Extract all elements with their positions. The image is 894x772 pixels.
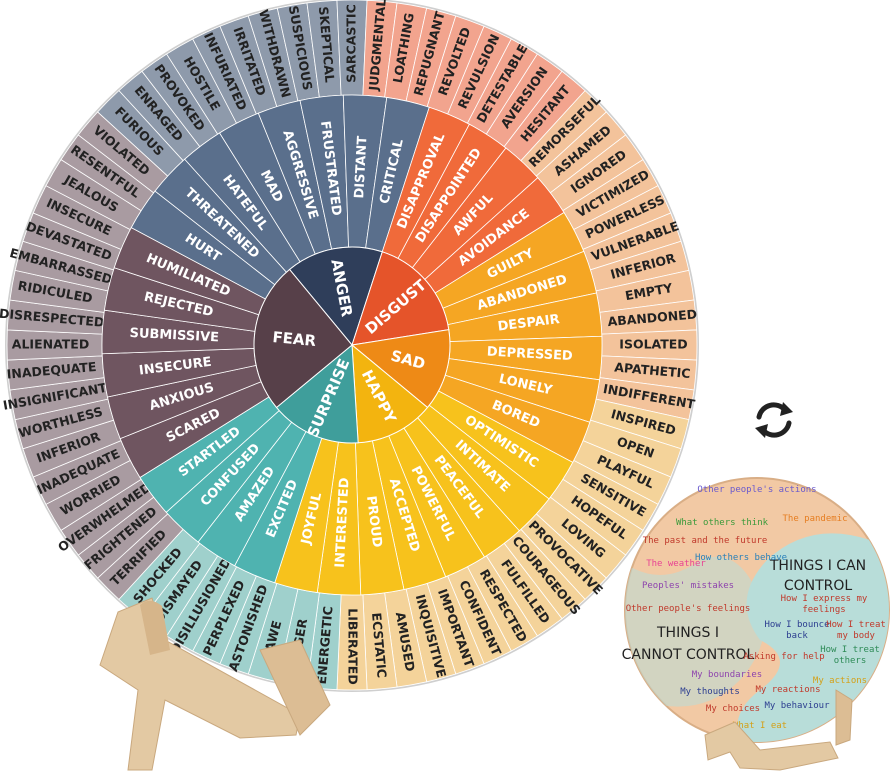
cannot-control-item: Peoples' mistakes — [642, 581, 734, 591]
middle-emotion-label: PROUD — [363, 495, 384, 549]
middle-emotion-label: DISTANT — [352, 135, 370, 198]
outer-emotion-label: ISOLATED — [619, 337, 687, 352]
middle-emotion-label: INTERESTED — [333, 477, 353, 568]
outer-emotion-label: ENERGETIC — [314, 606, 336, 685]
cannot-control-item: How others behave — [695, 553, 787, 563]
core-segment — [288, 246, 383, 347]
cannot-control-item: Other people's actions — [697, 485, 816, 495]
cannot-control-item: The past and the future — [643, 536, 768, 546]
core-segment — [275, 343, 359, 444]
core-segment — [350, 329, 451, 409]
wooden-stand-large — [99, 597, 331, 771]
outer-emotion-label: SARCASTIC — [344, 4, 359, 83]
outer-emotion-label: APATHETIC — [614, 359, 691, 381]
cannot-control-item: What others think — [676, 518, 769, 528]
can-control-item: My choices — [706, 704, 760, 714]
outer-emotion-label: LIBERATED — [346, 608, 361, 684]
rotate-arrows-icon — [755, 402, 793, 438]
outer-emotion-label: ALIENATED — [12, 337, 89, 352]
core-segment — [351, 343, 429, 444]
can-control-item: My actions — [813, 676, 867, 686]
can-control-item: What I eat — [733, 721, 787, 731]
middle-emotion-label: SUBMISSIVE — [129, 326, 219, 346]
cannot-control-item: The weather — [646, 559, 706, 569]
cannot-control-item: Other people's feelings — [626, 604, 751, 614]
can-control-item: My boundaries — [692, 670, 762, 680]
middle-emotion-label: DEPRESSED — [486, 345, 573, 364]
outer-emotion-label: SKEPTICAL — [316, 6, 338, 83]
core-segment — [253, 268, 353, 409]
emotion-wheel: ENRAGEDPROVOKEDHOSTILEINFURIATEDIRRITATE… — [0, 0, 699, 692]
outer-emotion-label: ECSTATIC — [369, 612, 390, 679]
can-control-item: My behaviour — [764, 701, 830, 711]
cannot-control-item: The pandemic — [782, 514, 847, 524]
can-control-item: Asking for help — [743, 652, 824, 662]
can-control-item: My reactions — [755, 685, 820, 695]
core-emotion-label: FEAR — [272, 328, 318, 350]
can-control-item: My thoughts — [680, 687, 740, 697]
core-segment — [351, 251, 450, 346]
